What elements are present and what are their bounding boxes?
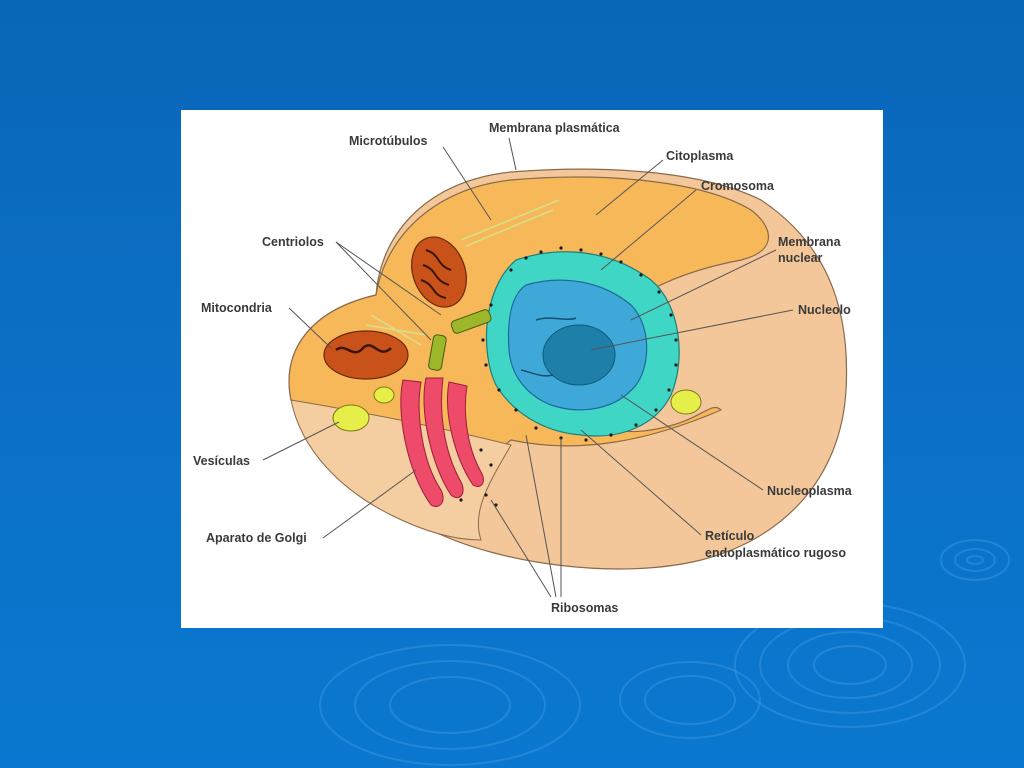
label-citoplasma: Citoplasma xyxy=(666,149,734,163)
microtubules xyxy=(365,199,560,346)
chromosome-strand xyxy=(535,317,577,321)
vesicle xyxy=(373,386,395,404)
mitochondrion-cristae xyxy=(335,344,392,354)
chromosome-strand xyxy=(520,369,554,377)
cell-diagram-image: Microtúbulos Membrana plasmática Citopla… xyxy=(181,110,883,628)
label-nucleoplasma: Nucleoplasma xyxy=(767,484,853,498)
label-vesiculas: Vesículas xyxy=(193,454,250,468)
golgi-apparatus xyxy=(400,377,484,507)
label-membrana-nuclear-1: Membrana xyxy=(778,235,842,249)
centriole xyxy=(450,309,492,334)
label-membrana-nuclear-2: nuclear xyxy=(778,251,823,265)
nucleolus xyxy=(542,324,616,386)
label-centriolos: Centriolos xyxy=(262,235,324,249)
label-microtubulos: Microtúbulos xyxy=(349,134,428,148)
label-aparato-golgi: Aparato de Golgi xyxy=(206,531,307,545)
label-membrana-plasmatica: Membrana plasmática xyxy=(489,121,621,135)
label-reticulo-1: Retículo xyxy=(705,529,755,543)
label-reticulo-2: endoplasmático rugoso xyxy=(705,546,846,560)
label-mitocondria: Mitocondria xyxy=(201,301,273,315)
vesicle xyxy=(332,404,370,432)
leader-lines xyxy=(262,137,794,598)
vesicle xyxy=(670,389,702,415)
animal-cell-diagram: Microtúbulos Membrana plasmática Citopla… xyxy=(193,121,853,615)
label-cromosoma: Cromosoma xyxy=(701,179,775,193)
label-nucleolo: Nucleolo xyxy=(798,303,851,317)
mitochondrion-cristae xyxy=(420,249,452,299)
centriole xyxy=(428,334,447,371)
label-ribosomas: Ribosomas xyxy=(551,601,618,615)
mitochondrion-left xyxy=(323,330,409,380)
mitochondrion-top xyxy=(411,236,467,308)
